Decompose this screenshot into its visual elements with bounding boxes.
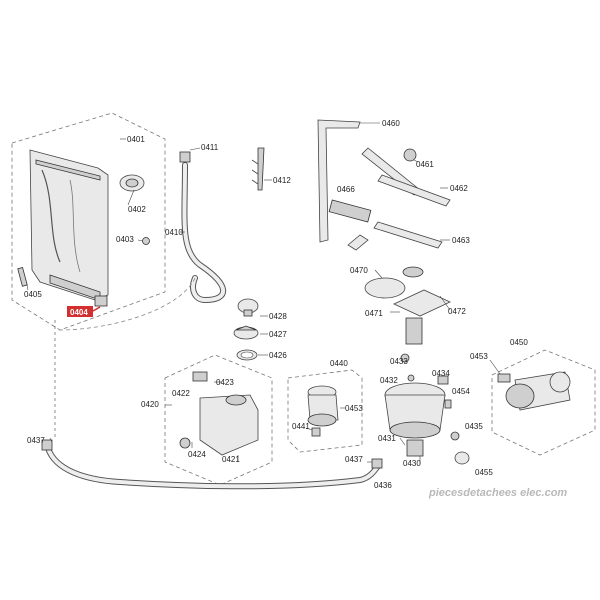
part-label-0433[interactable]: 0433 xyxy=(390,357,408,366)
part-label-0436[interactable]: 0436 xyxy=(374,481,392,490)
group-0420-dispenser xyxy=(164,354,273,486)
part-label-0431[interactable]: 0431 xyxy=(378,434,396,443)
group-0470-filter xyxy=(364,266,451,345)
part-label-0430[interactable]: 0430 xyxy=(403,459,421,468)
part-label-0410[interactable]: 0410 xyxy=(165,228,183,237)
watermark-text: piecesdetachees elec.com xyxy=(428,487,567,499)
part-label-0471[interactable]: 0471 xyxy=(365,309,383,318)
part-label-0461[interactable]: 0461 xyxy=(416,160,434,169)
part-label-0405[interactable]: 0405 xyxy=(24,290,42,299)
part-label-0453-left[interactable]: 0453 xyxy=(345,404,363,413)
part-label-0428[interactable]: 0428 xyxy=(269,312,287,321)
group-0430-sump xyxy=(384,353,470,465)
group-0440-heater xyxy=(287,369,363,453)
part-label-0453-right[interactable]: 0453 xyxy=(470,352,488,361)
part-label-0470[interactable]: 0470 xyxy=(350,266,368,275)
part-label-0454[interactable]: 0454 xyxy=(452,387,470,396)
part-number-labels: 0401 0402 0403 0405 0410 0411 0412 0420 … xyxy=(24,119,528,490)
part-label-0412[interactable]: 0412 xyxy=(273,176,291,185)
part-label-0421[interactable]: 0421 xyxy=(222,455,240,464)
part-label-0462[interactable]: 0462 xyxy=(450,184,468,193)
part-label-0441[interactable]: 0441 xyxy=(292,422,310,431)
part-label-0440[interactable]: 0440 xyxy=(330,359,348,368)
part-label-0472[interactable]: 0472 xyxy=(448,307,466,316)
part-label-0437-right[interactable]: 0437 xyxy=(345,455,363,464)
part-label-0403[interactable]: 0403 xyxy=(116,235,134,244)
part-label-0426[interactable]: 0426 xyxy=(269,351,287,360)
part-label-0463[interactable]: 0463 xyxy=(452,236,470,245)
part-label-0432[interactable]: 0432 xyxy=(380,376,398,385)
group-0426-0428-caps xyxy=(233,298,268,361)
part-label-0420[interactable]: 0420 xyxy=(141,400,159,409)
group-0460-spray-arms xyxy=(317,119,451,251)
part-0412-clip xyxy=(251,147,272,191)
part-label-0450[interactable]: 0450 xyxy=(510,338,528,347)
group-0410-inlet-hose xyxy=(59,147,227,331)
part-label-0460[interactable]: 0460 xyxy=(382,119,400,128)
part-label-0427[interactable]: 0427 xyxy=(269,330,287,339)
part-label-0466[interactable]: 0466 xyxy=(337,185,355,194)
part-label-0437-left[interactable]: 0437 xyxy=(27,436,45,445)
group-0450-pump xyxy=(489,349,596,456)
group-0437-drain-hose xyxy=(41,437,383,490)
part-label-0404: 0404 xyxy=(70,308,88,317)
part-label-0401[interactable]: 0401 xyxy=(127,135,145,144)
group-0401-side-panel xyxy=(11,112,166,440)
part-label-0423[interactable]: 0423 xyxy=(216,378,234,387)
part-label-0424[interactable]: 0424 xyxy=(188,450,206,459)
highlight-0404[interactable]: 0404 xyxy=(67,306,101,317)
part-label-0402[interactable]: 0402 xyxy=(128,205,146,214)
part-label-0434[interactable]: 0434 xyxy=(432,369,450,378)
part-label-0411[interactable]: 0411 xyxy=(201,143,219,152)
part-label-0422[interactable]: 0422 xyxy=(172,389,190,398)
part-label-0435[interactable]: 0435 xyxy=(465,422,483,431)
part-label-0455[interactable]: 0455 xyxy=(475,468,493,477)
